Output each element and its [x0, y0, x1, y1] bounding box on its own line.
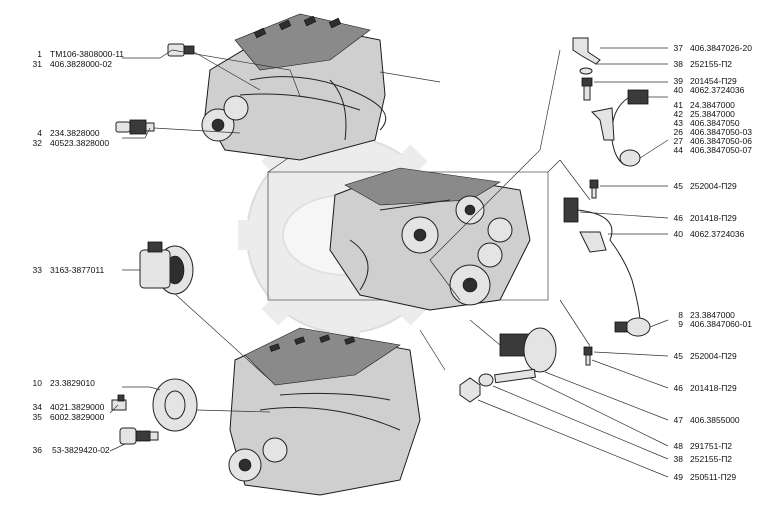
callout-code: 25.3847000 [690, 109, 735, 119]
leader-lines [109, 47, 669, 478]
callout-code: 23.3847000 [690, 310, 735, 320]
engine-top-illustration [201, 13, 387, 161]
callout-num: 40 [674, 85, 684, 95]
engine-center-illustration [329, 167, 531, 311]
callout-code: 201418-П29 [690, 213, 737, 223]
callout-code: 6002.3829000 [50, 412, 105, 422]
callout-num: 36 [33, 445, 43, 455]
callout-code: 201418-П29 [690, 383, 737, 393]
callout-num: 45 [674, 181, 684, 191]
callout-code: 24.3847000 [690, 100, 735, 110]
callout-num: 42 [674, 109, 684, 119]
engine-bottom-illustration [228, 327, 421, 496]
callout-code: 406.3847050-07 [690, 145, 752, 155]
callout-num: 38 [674, 454, 684, 464]
fitting-36-icon [119, 427, 159, 445]
sensor-cable-bottom-icon [563, 197, 651, 337]
callouts-left: 1 ТМ106-3808000-11 31 406.3828000-02 4 2… [33, 49, 125, 455]
callout-code: 250511-П29 [690, 472, 736, 482]
bolt-45-bottom-icon [583, 346, 593, 366]
callout-code: 252155-П2 [690, 454, 732, 464]
mass-airflow-sensor-icon [139, 241, 194, 295]
callout-code: 406.3847050 [690, 118, 740, 128]
callout-num: 27 [674, 136, 684, 146]
sensor-1-icon [167, 43, 195, 57]
callout-code: 406.3847060-01 [690, 319, 752, 329]
callout-code: 4021.3829000 [50, 402, 105, 412]
callout-code: 406.3828000-02 [50, 59, 112, 69]
callout-num: 38 [674, 59, 684, 69]
callout-code: 252004-П29 [690, 181, 737, 191]
callout-code: 4062.3724036 [690, 85, 745, 95]
callout-code: 3163-3877011 [50, 265, 104, 275]
callout-code: 4062.3724036 [690, 229, 745, 239]
callout-num: 47 [674, 415, 684, 425]
callout-code: 406.3847050-06 [690, 136, 752, 146]
callout-code: 406.3847050-03 [690, 127, 752, 137]
callout-num: 43 [674, 118, 684, 128]
callout-code: 291751-П2 [690, 441, 732, 451]
callout-num: 37 [674, 43, 684, 53]
callout-num: 46 [674, 213, 684, 223]
bracket-37-icon [572, 37, 601, 65]
callout-num: 46 [674, 383, 684, 393]
callout-code: 234.3828000 [50, 128, 100, 138]
sensor-cable-top-icon [590, 89, 649, 167]
callout-num: 9 [678, 319, 683, 329]
callout-num: 8 [678, 310, 683, 320]
callout-num: 1 [37, 49, 42, 59]
callout-num: 31 [33, 59, 43, 69]
callout-num: 26 [674, 127, 684, 137]
callout-num: 44 [674, 145, 684, 155]
callout-num: 32 [33, 138, 43, 148]
callout-num: 10 [33, 378, 43, 388]
washer-38-top-icon [579, 67, 593, 75]
callouts-right: 37 406.3847026-20 38 252155-П2 39 201454… [674, 43, 753, 482]
bolt-39-icon [581, 77, 593, 101]
callout-num: 4 [37, 128, 42, 138]
oil-filter-icon [111, 378, 198, 432]
callout-num: 33 [33, 265, 43, 275]
callout-code: 406.3855000 [690, 415, 740, 425]
callout-code: 23.3829010 [50, 378, 95, 388]
callout-code: 40523.3828000 [50, 138, 109, 148]
callout-num: 49 [674, 472, 684, 482]
callout-code: 53-3829420-02 [52, 445, 110, 455]
callout-num: 45 [674, 351, 684, 361]
sensor-4-icon [115, 119, 155, 135]
bolt-45-top-icon [589, 179, 599, 199]
callout-num: 39 [674, 76, 684, 86]
callout-code: 252004-П29 [690, 351, 737, 361]
washer-nut-icon [459, 373, 494, 403]
callout-code: 252155-П2 [690, 59, 732, 69]
knock-sensor-47-icon [494, 327, 557, 384]
callout-code: 201454-П29 [690, 76, 737, 86]
callout-num: 48 [674, 441, 684, 451]
callout-num: 40 [674, 229, 684, 239]
callout-num: 35 [33, 412, 43, 422]
callout-num: 41 [674, 100, 684, 110]
callout-code: 406.3847026-20 [690, 43, 752, 53]
callout-num: 34 [33, 402, 43, 412]
callout-code: ТМ106-3808000-11 [50, 49, 124, 59]
